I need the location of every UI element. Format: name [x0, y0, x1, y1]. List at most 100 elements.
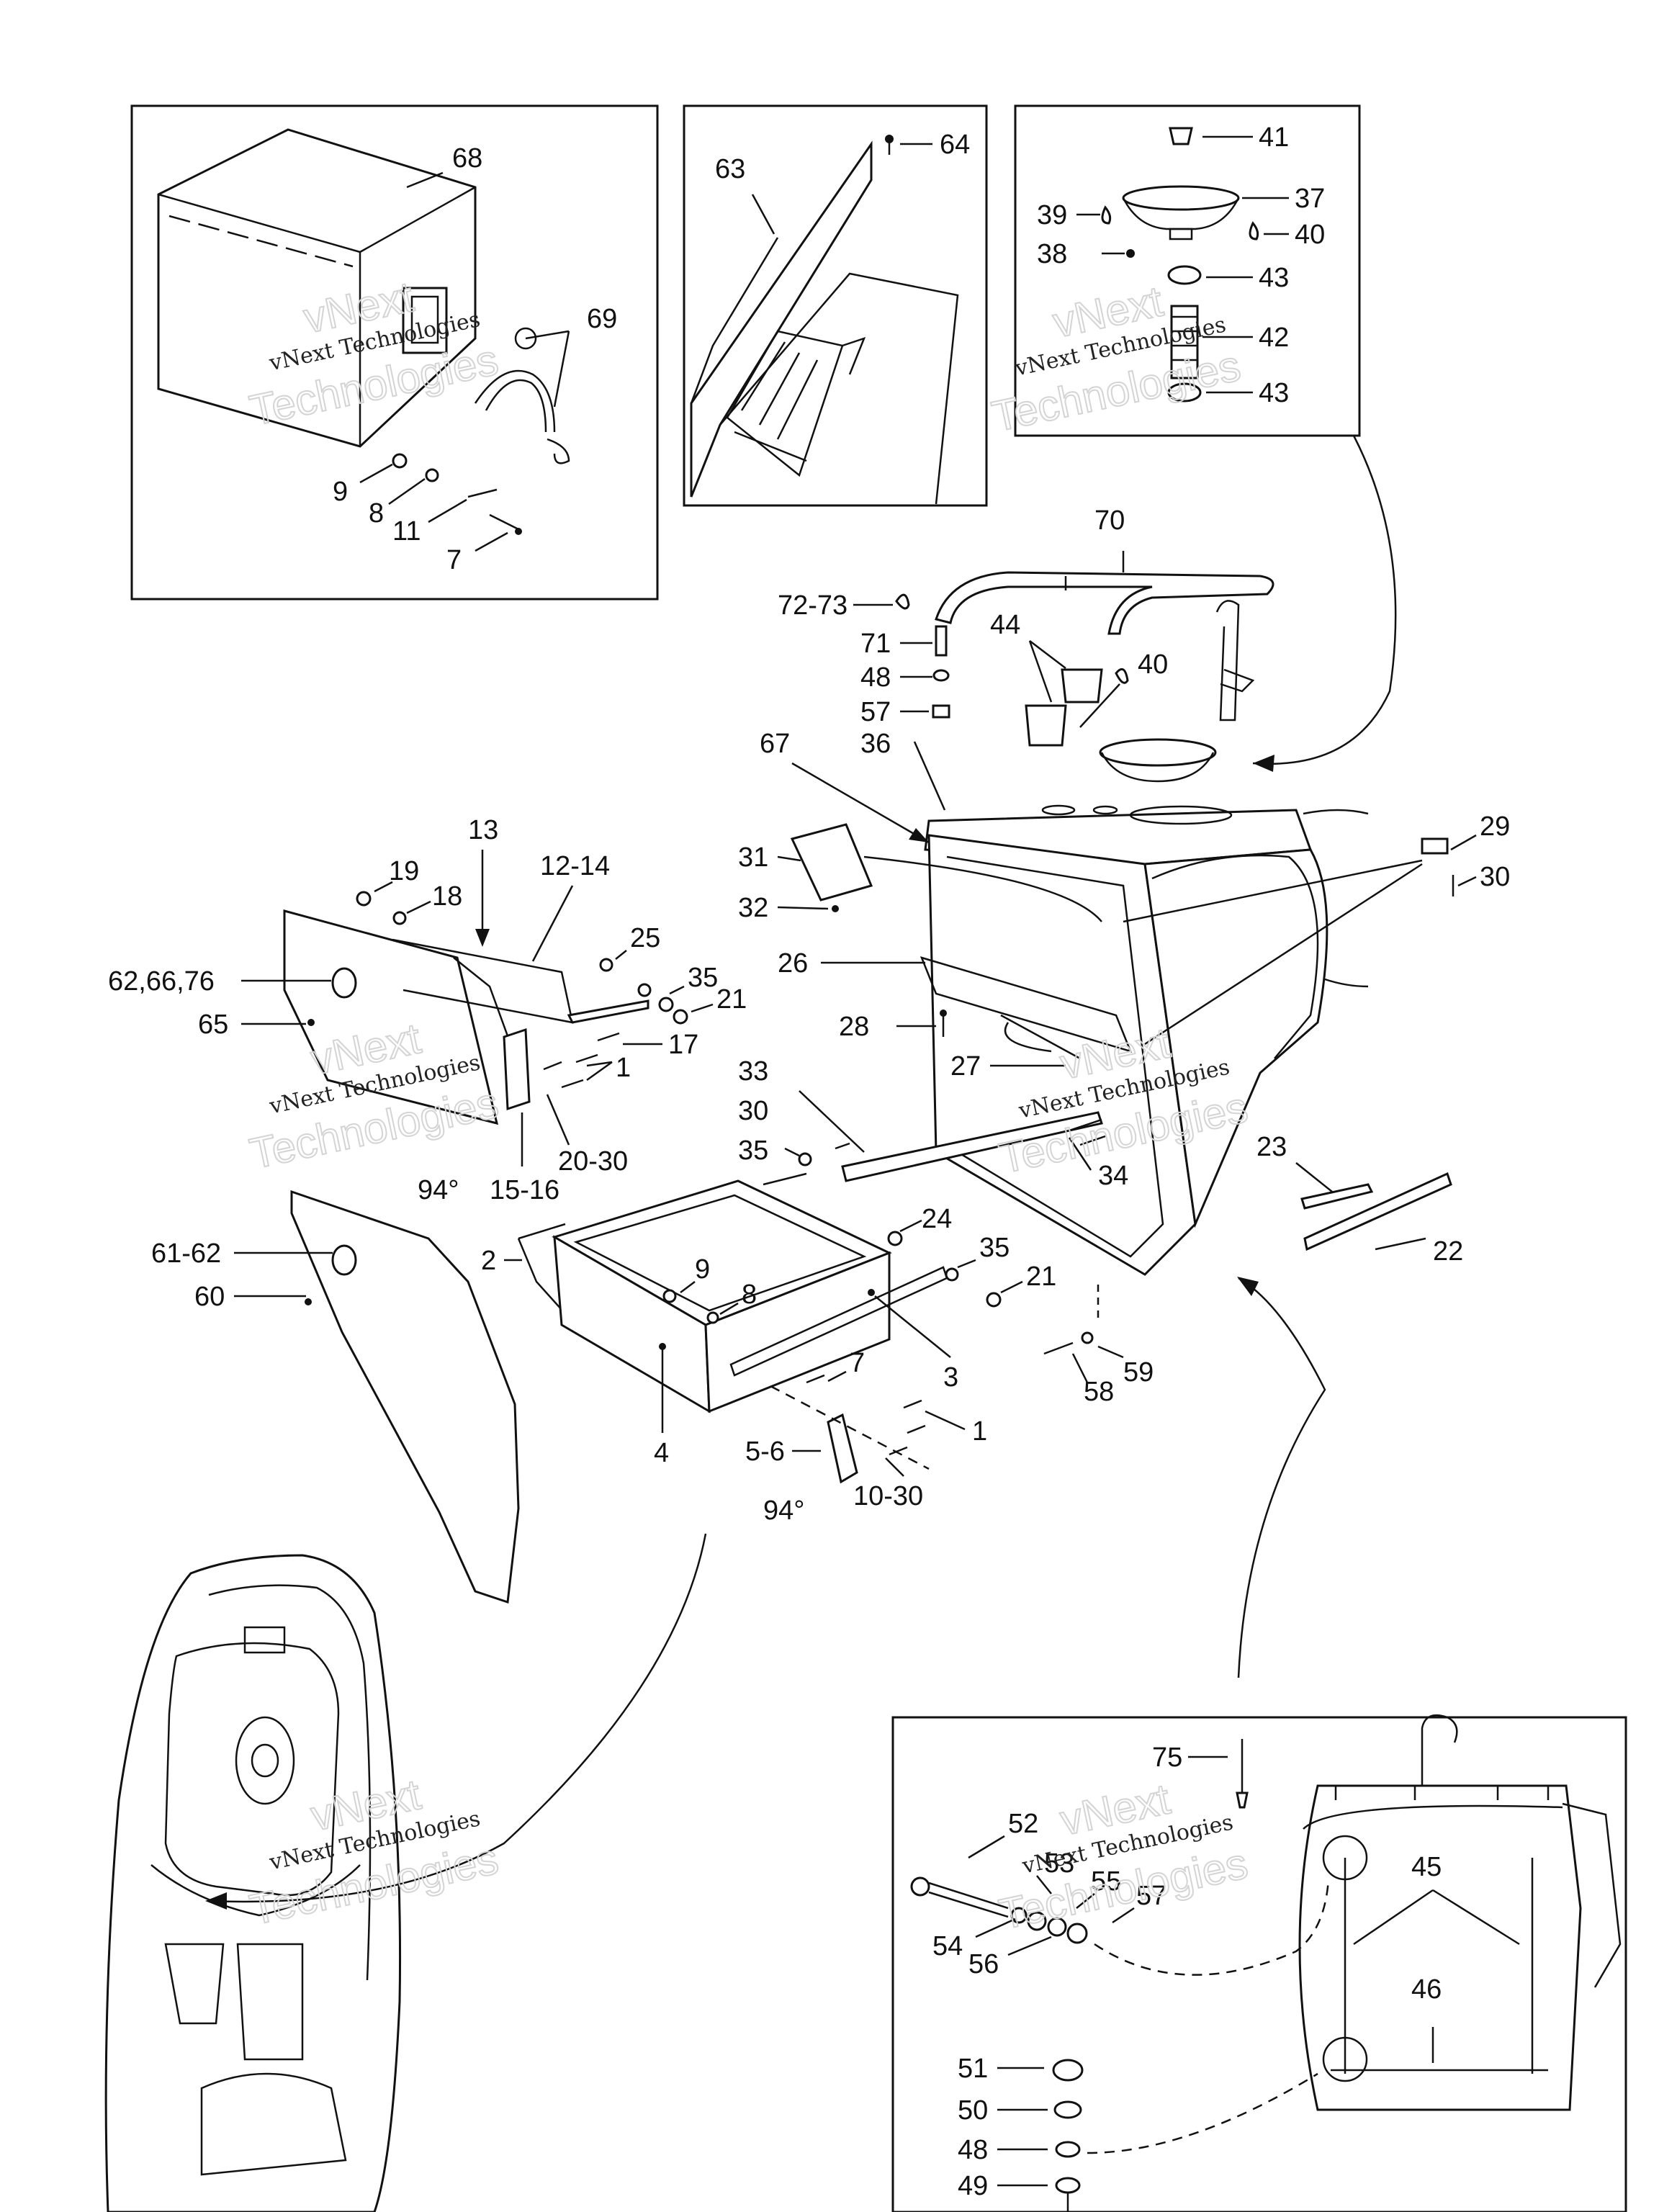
label-8: 8 [742, 1280, 757, 1310]
label-54: 54 [932, 1931, 963, 1961]
rail-and-faucet [895, 571, 1274, 783]
label-18: 18 [432, 881, 462, 912]
label-61-62: 61-62 [151, 1238, 221, 1269]
label-22: 22 [1433, 1236, 1463, 1267]
label-43: 43 [1259, 263, 1289, 293]
door-panel [290, 1190, 520, 1604]
label-71: 71 [860, 629, 891, 659]
label-4: 4 [654, 1438, 669, 1468]
watermark-6: vNext vNext Technologies Technologies [994, 1773, 1253, 1939]
label-94-degrees: 94° [763, 1496, 804, 1526]
cooler-hardware [392, 453, 522, 535]
label-3: 3 [943, 1362, 958, 1393]
label-33: 33 [738, 1056, 768, 1087]
upper-drawer [283, 891, 688, 1125]
label-21: 21 [716, 984, 747, 1015]
inset-tray: 63 64 [683, 104, 988, 507]
label-9: 9 [695, 1254, 710, 1285]
rails [798, 1111, 1452, 1251]
inset-hardware: 75 52 53 55 57 54 56 51 50 48 49 [891, 1714, 1627, 2212]
label-36: 36 [860, 729, 891, 759]
label-57: 57 [860, 697, 891, 727]
inset-cooler: 68 69 9 8 11 7 [130, 104, 659, 601]
label-62-66-76: 62,66,76 [108, 966, 215, 997]
label-8: 8 [369, 498, 384, 529]
label-40: 40 [1138, 649, 1168, 680]
label-48: 48 [860, 662, 891, 693]
label-45: 45 [1411, 1852, 1442, 1882]
label-64: 64 [940, 130, 970, 160]
label-17: 17 [668, 1030, 698, 1060]
label-31: 31 [738, 842, 768, 873]
label-2: 2 [481, 1246, 496, 1276]
label-56: 56 [968, 1949, 999, 1979]
label-75: 75 [1152, 1743, 1182, 1773]
label-35: 35 [738, 1136, 768, 1166]
label-20-30: 20-30 [558, 1146, 628, 1177]
label-9: 9 [333, 477, 348, 507]
label-30: 30 [1480, 862, 1510, 892]
label-41: 41 [1259, 122, 1289, 153]
label-53: 53 [1044, 1848, 1074, 1879]
label-23: 23 [1256, 1132, 1287, 1162]
label-57: 57 [1136, 1881, 1166, 1911]
label-94-degrees: 94° [418, 1175, 459, 1205]
label-15-16: 15-16 [490, 1175, 559, 1205]
label-21: 21 [1026, 1262, 1056, 1292]
label-29: 29 [1480, 811, 1510, 842]
label-69: 69 [587, 304, 617, 334]
label-35: 35 [979, 1233, 1010, 1263]
label-26: 26 [778, 948, 808, 979]
bracket-29-30 [1421, 837, 1455, 896]
label-40: 40 [1295, 220, 1325, 250]
label-43: 43 [1259, 378, 1289, 408]
label-55: 55 [1091, 1866, 1121, 1897]
label-24: 24 [922, 1204, 952, 1234]
label-49: 49 [958, 2171, 988, 2201]
label-50: 50 [958, 2095, 988, 2126]
label-25: 25 [630, 923, 660, 953]
label-42: 42 [1259, 323, 1289, 353]
label-60: 60 [194, 1282, 225, 1312]
label-65: 65 [198, 1010, 228, 1040]
boat-hull [104, 1554, 402, 2212]
label-35: 35 [688, 963, 718, 993]
lower-drawer [552, 1172, 1002, 1484]
label-27: 27 [950, 1051, 981, 1082]
sink-frame-view [1298, 1714, 1622, 2111]
label-19: 19 [389, 856, 419, 886]
label-58: 58 [1084, 1377, 1114, 1407]
label-59: 59 [1123, 1357, 1154, 1388]
label-46: 46 [1411, 1974, 1442, 2005]
label-72-73: 72-73 [778, 590, 848, 621]
watermark-2: vNext vNext Technologies Technologies [987, 276, 1246, 441]
label-37: 37 [1295, 184, 1325, 214]
label-38: 38 [1037, 239, 1067, 269]
label-52: 52 [1008, 1809, 1038, 1839]
inset-sink: 41 37 39 40 38 43 42 43 [1014, 104, 1361, 437]
label-44: 44 [990, 610, 1020, 640]
label-28: 28 [839, 1012, 869, 1042]
label-1: 1 [616, 1053, 631, 1083]
label-30: 30 [738, 1096, 768, 1126]
cabinet [920, 804, 1369, 1276]
label-5-6: 5-6 [745, 1437, 785, 1467]
label-70: 70 [1094, 505, 1125, 536]
cooler-box [157, 128, 477, 448]
label-13: 13 [468, 815, 498, 845]
tray-basket [726, 330, 866, 477]
label-63: 63 [715, 154, 745, 184]
label-32: 32 [738, 893, 768, 923]
label-51: 51 [958, 2054, 988, 2084]
plate-31 [790, 823, 873, 912]
sink-parts [1101, 127, 1259, 403]
label-12-14: 12-14 [540, 851, 610, 881]
label-7: 7 [850, 1348, 865, 1378]
label-34: 34 [1098, 1161, 1128, 1191]
label-39: 39 [1037, 200, 1067, 230]
label-11: 11 [392, 516, 421, 547]
label-7: 7 [446, 545, 462, 575]
label-1: 1 [972, 1416, 987, 1447]
label-68: 68 [452, 143, 482, 174]
